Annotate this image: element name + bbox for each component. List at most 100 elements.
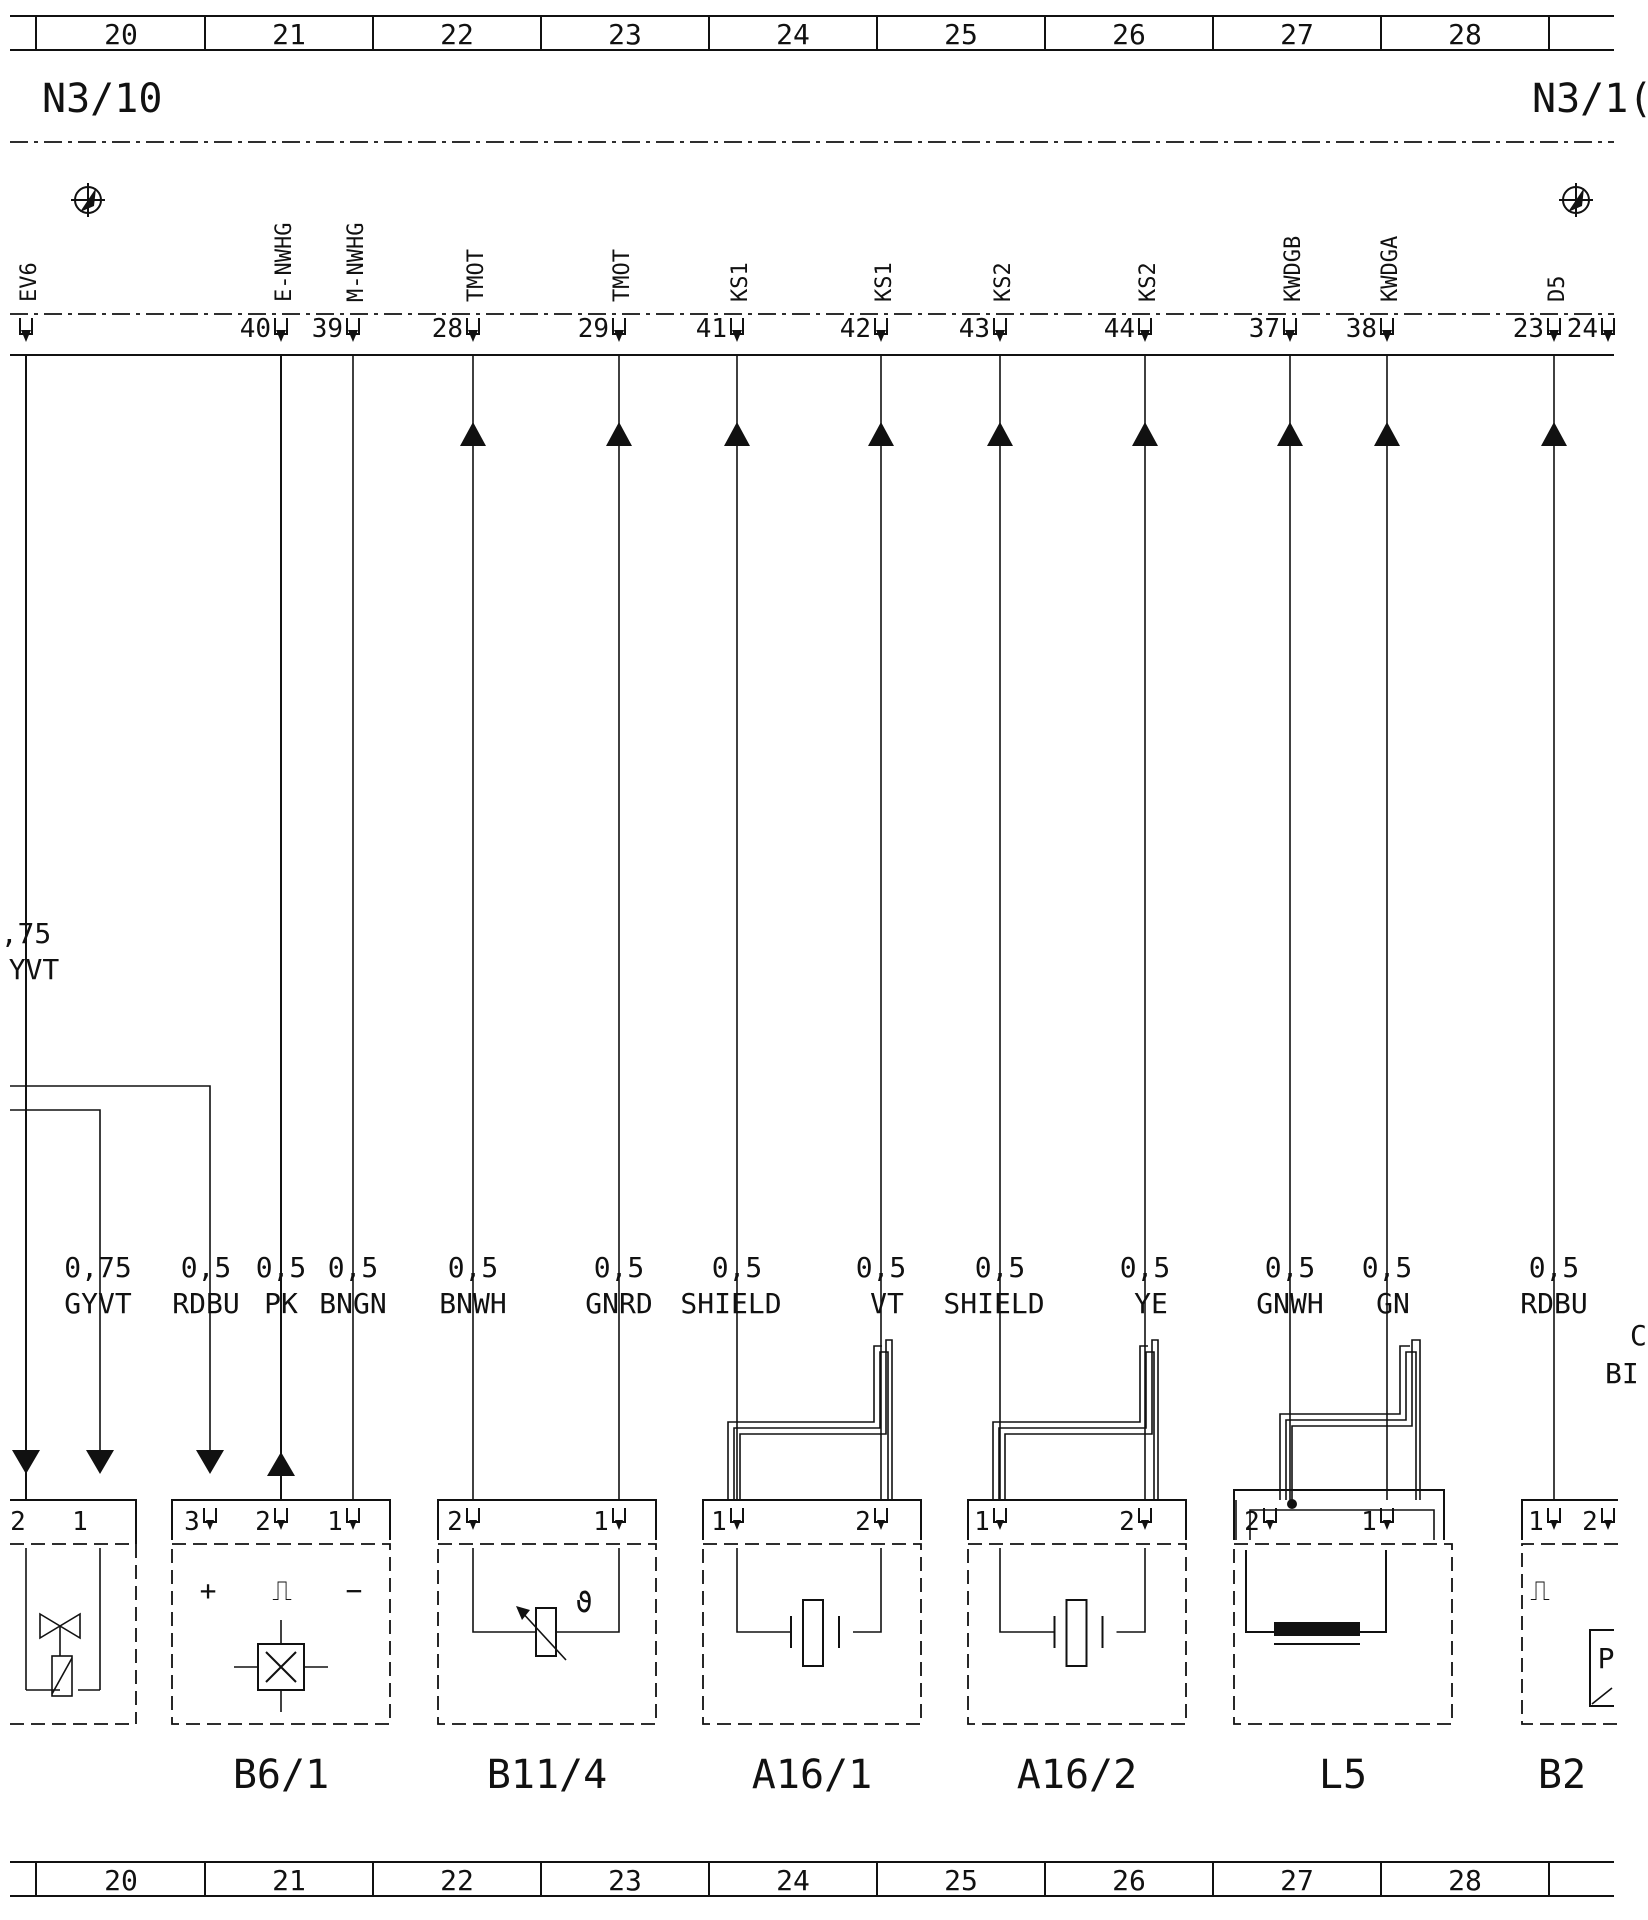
wire-color-label: SHIELD [680,1287,781,1320]
pin-tip-icon [1382,330,1392,342]
ruler-col-28: 28 [1448,18,1482,51]
pin-tip-icon [1603,330,1613,342]
signal-direction-up-icon [987,422,1013,446]
wire-gauge-label: 0,5 [975,1251,1026,1284]
wire-color-label: VT [870,1287,904,1320]
controller-pin-12: 24 [1567,314,1615,344]
ruler-col-26: 26 [1112,18,1146,51]
pin-number: 24 [1567,314,1598,344]
wire-color-label: BNWH [439,1287,506,1320]
component-pin-number: 2 [447,1507,463,1537]
component-pin-number: 1 [327,1507,343,1537]
pin-signal-label: D5 [1545,276,1570,303]
component-pin-icon [466,1508,480,1523]
pin-signal-label: KS2 [991,262,1016,302]
sensor-box-icon: P [1589,1629,1614,1707]
wire-gauge-label: 0,5 [328,1251,379,1284]
signal-direction-up-icon [606,422,632,446]
component-pin-tip-icon [1550,1520,1558,1530]
branch-wire-gauge-1: 0,75 [64,1251,131,1284]
component-pin-tip-icon [1604,1520,1612,1530]
wire-color-label: GNRD [585,1287,652,1320]
pin-tip-icon [276,330,286,342]
signal-direction-up-icon [460,422,486,446]
ruler-col-24: 24 [776,18,810,51]
branch-wire-color-1: GYVT [64,1287,132,1320]
pulse-symbol-icon: ⎍ [272,1574,292,1607]
component-pin-tip-icon [206,1520,214,1530]
edge-fragment-2: BI [1605,1357,1639,1390]
component-pin-number: 1 [1528,1507,1544,1537]
wire-color-label: YVT [9,953,60,986]
ground-symbol-right-icon [1559,183,1593,217]
pin-number: 28 [432,314,463,344]
wire-color-label: GN [1376,1287,1410,1320]
minus-symbol: − [346,1574,363,1607]
wire-gauge-label: 0,5 [1120,1251,1171,1284]
signal-direction-up-icon [1132,422,1158,446]
wire-gauge-label: 0,5 [712,1251,763,1284]
ruler-col-27: 27 [1280,18,1314,51]
component-pin-icon [1601,1508,1615,1523]
shield-lines [727,1339,1421,1500]
knock-sensor-icon [736,1548,882,1667]
component-pin-icon [730,1508,744,1523]
component-label: A16/2 [1017,1752,1137,1798]
pin-number: 43 [959,314,990,344]
bottom-ruler-col-27: 27 [1280,1864,1314,1897]
component-label: B2 [1538,1752,1586,1798]
ruler-col-23: 23 [608,18,642,51]
component-pin-icon [874,1508,888,1523]
branch-wires: 0,75 GYVT 0,5 RDBU C BI [10,1085,1647,1474]
component-label: B6/1 [233,1752,329,1798]
left-comp-pin-2: 2 [10,1507,26,1537]
component-pin-tip-icon [1141,1520,1149,1530]
wire-color-label: GNWH [1256,1287,1323,1320]
pin-number: 38 [1346,314,1377,344]
theta-symbol: ϑ [576,1586,593,1619]
component-pin-tip-icon [1383,1520,1391,1530]
pin-tip-icon [1140,330,1150,342]
crankshaft-sensor-icon [1235,1499,1435,1645]
bottom-ruler-col-26: 26 [1112,1864,1146,1897]
wire-gauge-label: 0,5 [594,1251,645,1284]
component-pin-number: 3 [184,1507,200,1537]
component-pin-number: 2 [1582,1507,1598,1537]
pin-tip-icon [1549,330,1559,342]
component-pin-icon [346,1508,360,1523]
signal-direction-up-icon [724,422,750,446]
component-pin-number: 2 [255,1507,271,1537]
wire-color-label: YE [1134,1287,1168,1320]
pin-number: 23 [1513,314,1544,344]
bottom-ruler-col-23: 23 [608,1864,642,1897]
component-pin-icon [1138,1508,1152,1523]
component-pin-icon [612,1508,626,1523]
pin-number: 39 [312,314,343,344]
bottom-ruler-col-22: 22 [440,1864,474,1897]
pin-signal-label: KWDGB [1281,236,1306,302]
component-label: A16/1 [752,1752,872,1798]
pin-tip-icon [348,330,358,342]
bottom-ruler-col-28: 28 [1448,1864,1482,1897]
wire-color-label: BNGN [319,1287,386,1320]
component-pin-tip-icon [349,1520,357,1530]
pin-number: 29 [578,314,609,344]
pin-signal-label: KS2 [1136,262,1161,302]
pin-number: 44 [1104,314,1135,344]
edge-fragment-1: C [1630,1319,1647,1352]
bottom-ruler: 20 21 22 23 24 25 26 27 28 [10,1861,1614,1897]
